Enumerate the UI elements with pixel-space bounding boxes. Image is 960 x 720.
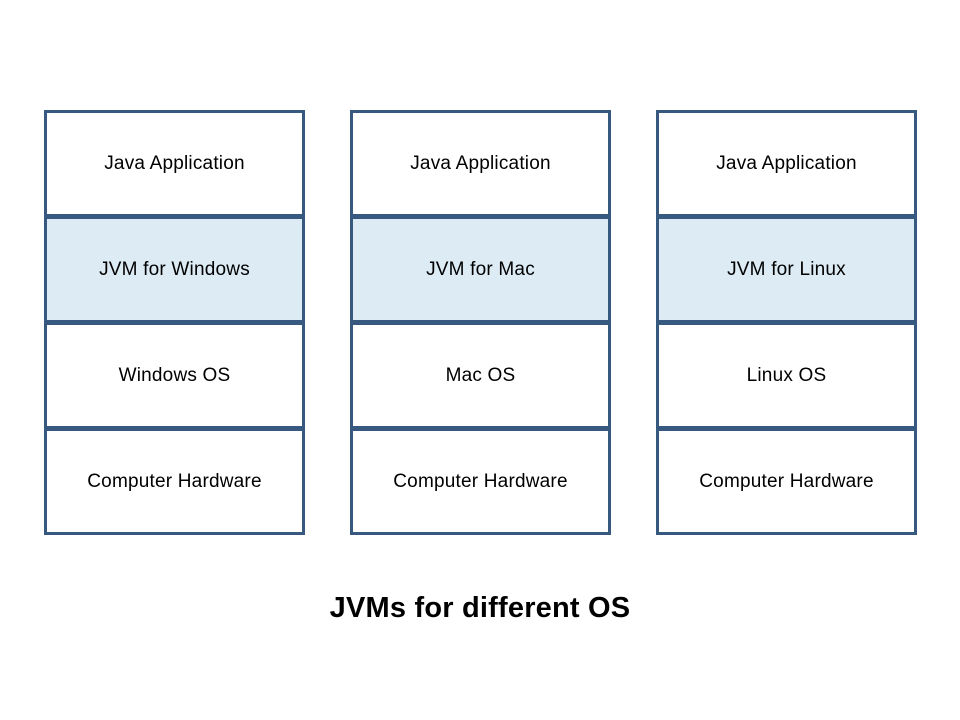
jvm-stack-linux: Java Application JVM for Linux Linux OS …: [656, 110, 917, 535]
layer-java-application: Java Application: [656, 110, 917, 217]
diagram-title: JVMs for different OS: [329, 592, 631, 624]
layer-computer-hardware: Computer Hardware: [350, 428, 611, 535]
jvm-stacks-row: Java Application JVM for Windows Windows…: [44, 110, 917, 535]
layer-computer-hardware: Computer Hardware: [656, 428, 917, 535]
layer-jvm-mac: JVM for Mac: [350, 216, 611, 323]
layer-jvm-windows: JVM for Windows: [44, 216, 305, 323]
jvm-stack-windows: Java Application JVM for Windows Windows…: [44, 110, 305, 535]
layer-jvm-linux: JVM for Linux: [656, 216, 917, 323]
layer-computer-hardware: Computer Hardware: [44, 428, 305, 535]
layer-linux-os: Linux OS: [656, 322, 917, 429]
layer-java-application: Java Application: [44, 110, 305, 217]
jvm-stack-mac: Java Application JVM for Mac Mac OS Comp…: [350, 110, 611, 535]
layer-mac-os: Mac OS: [350, 322, 611, 429]
layer-java-application: Java Application: [350, 110, 611, 217]
layer-windows-os: Windows OS: [44, 322, 305, 429]
